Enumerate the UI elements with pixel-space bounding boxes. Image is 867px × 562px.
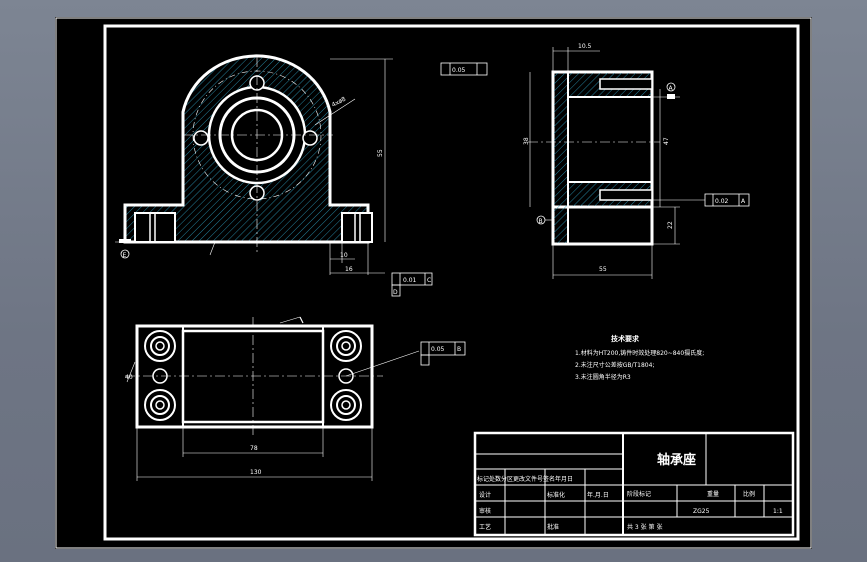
base-foot-right [341, 212, 373, 243]
tech-req-title: 技术要求 [611, 334, 640, 343]
title-scale-value: 1:1 [773, 508, 783, 515]
title-stage-mark: 阶段标记 [627, 490, 651, 498]
title-row-approve: 批准 [547, 523, 559, 531]
technical-requirements: 技术要求 1.材料为HT200,铸件时效处理820~840摄氏度; 2.未注尺寸… [575, 334, 704, 381]
dim-side-width: 55 [599, 266, 607, 273]
plan-bolt-tl [144, 330, 176, 362]
plan-outline [135, 324, 374, 429]
plan-view[interactable]: 78 130 40 0.05 B [125, 316, 466, 481]
dim-front-height: 55 [377, 149, 384, 157]
bolt-hole-right [302, 130, 318, 146]
dim-plan-total: 130 [250, 469, 262, 476]
tol-flatness-value: 0.05 [452, 67, 466, 74]
side-view[interactable]: 38 10.5 47 22 55 A [440, 43, 750, 279]
tech-req-line-3: 3.未注圆角半径为R3 [575, 373, 631, 381]
plan-bolt-bl [144, 389, 176, 421]
part-name: 轴承座 [657, 452, 696, 468]
title-material: ZG25 [693, 508, 710, 515]
inner-border [103, 24, 800, 541]
tech-req-line-1: 1.材料为HT200,铸件时效处理820~840摄氏度; [575, 349, 704, 357]
tol-frame-perp [704, 193, 750, 207]
tol-front-datum2: D [393, 289, 398, 296]
dim-side-base: 22 [667, 221, 674, 229]
tol-frame-pos [420, 341, 466, 356]
tol-pos-value: 0.05 [431, 346, 445, 353]
title-row-review: 审核 [479, 507, 491, 515]
dim-plan-left: 40 [125, 374, 133, 381]
title-block[interactable]: 轴承座 标记处数分区更改文件号签名年月日 设计 标准化 年.月.日 审核 工艺 … [473, 431, 795, 537]
bolt-hole-left [193, 130, 209, 146]
front-view[interactable]: 55 4xø8 10 16 0.01 C D [115, 54, 433, 297]
datum-front-left: E [123, 252, 127, 259]
dim-side-height: 38 [523, 137, 530, 145]
drawing-sheet[interactable]: 55 4xø8 10 16 0.01 C D [55, 17, 812, 549]
dim-bolt-circle: 4xø8 [331, 96, 348, 109]
title-row-process: 工艺 [479, 523, 491, 531]
tol-frame-flatness [440, 62, 488, 76]
dim-front-sub: 10 [340, 252, 348, 259]
tol-front-datum: C [427, 277, 431, 284]
dim-side-inner: 47 [663, 137, 670, 145]
tol-pos-datum: B [457, 346, 461, 353]
dim-plan-inner: 78 [250, 445, 258, 452]
datum-a: A [669, 85, 674, 92]
tol-front-value: 0.01 [403, 277, 417, 284]
drawing-svg: 55 4xø8 10 16 0.01 C D [55, 17, 812, 549]
tol-perp-value: 0.02 [715, 198, 729, 205]
title-scale: 比例 [743, 490, 755, 498]
plan-bolt-tr [330, 330, 362, 362]
title-row-design: 设计 [479, 491, 491, 499]
tol-perp-datum: A [741, 198, 746, 205]
datum-b: B [539, 218, 543, 225]
title-sign-date: 年.月.日 [587, 491, 609, 499]
title-row-standard: 标准化 [547, 491, 565, 499]
title-weight: 重量 [707, 490, 719, 498]
dim-front-pitch: 16 [345, 266, 353, 273]
tech-req-line-2: 2.未注尺寸公差按GB/T1804; [575, 361, 654, 369]
dim-side-top: 10.5 [578, 43, 592, 50]
plan-bolt-br [330, 389, 362, 421]
outer-border [55, 17, 812, 549]
title-row-revision: 标记处数分区更改文件号签名年月日 [477, 475, 573, 483]
title-sheet-info: 共 3 张 第 张 [627, 523, 662, 531]
